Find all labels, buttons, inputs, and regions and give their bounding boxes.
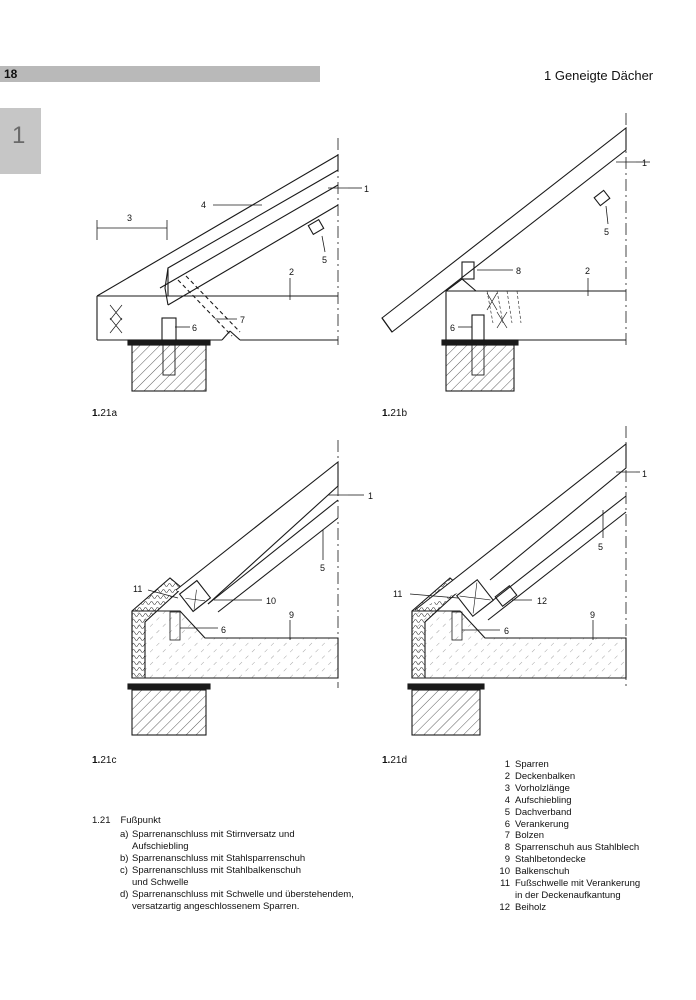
callouts-c: 1 5 6 9 10 11 — [133, 491, 373, 635]
callout: 6 — [450, 323, 455, 333]
figure-1-21b — [381, 113, 650, 392]
figure-label-d: 1.21d — [382, 755, 408, 766]
callout: 1 — [642, 158, 647, 168]
figure-1-21c — [127, 440, 364, 736]
figure-label-b: 1.21b — [382, 408, 408, 419]
callout: 1 — [642, 469, 647, 479]
caption-item: b)Sparrenanschluss mit Stahlsparrenschuh — [120, 853, 306, 864]
callouts-b: 1 2 5 6 8 — [450, 158, 647, 333]
figure-caption: 1.21 Fußpunkt a)Sparrenanschluss mit Sti… — [92, 815, 354, 913]
callout: 11 — [393, 589, 402, 599]
chapter-tab: 1 — [0, 108, 41, 174]
wall-a — [131, 344, 207, 392]
callout: 9 — [590, 610, 595, 620]
caption-item: d)Sparrenanschluss mit Schwelle und über… — [120, 889, 354, 912]
caption-title: Fußpunkt — [120, 815, 161, 826]
callouts-a: 4 1 3 2 5 6 7 — [127, 184, 369, 333]
callout: 3 — [127, 213, 132, 223]
callouts-d: 1 5 6 9 11 12 — [393, 469, 647, 636]
callout: 9 — [289, 610, 294, 620]
callout: 8 — [516, 266, 521, 276]
callout: 4 — [201, 200, 206, 210]
callout: 2 — [585, 266, 590, 276]
callout: 5 — [604, 227, 609, 237]
page-number: 18 — [4, 67, 18, 81]
callout: 12 — [537, 596, 547, 606]
chapter-title: 1 Geneigte Dächer — [544, 68, 654, 83]
figure-label-a: 1.21a — [92, 408, 118, 419]
callout: 5 — [322, 255, 327, 265]
callout: 6 — [192, 323, 197, 333]
callout: 11 — [133, 584, 142, 594]
chapter-tab-number: 1 — [12, 122, 26, 149]
callout: 5 — [598, 542, 603, 552]
callout: 6 — [221, 625, 226, 635]
caption-number: 1.21 — [92, 815, 111, 826]
callout: 5 — [320, 563, 325, 573]
callout: 10 — [266, 596, 276, 606]
figure-label-c: 1.21c — [92, 755, 117, 766]
callout: 1 — [364, 184, 369, 194]
callout: 7 — [240, 315, 245, 325]
callout: 2 — [289, 267, 294, 277]
figure-1-21d — [407, 426, 640, 736]
figure-1-21a — [96, 138, 362, 392]
callout: 6 — [504, 626, 509, 636]
header-bar — [0, 66, 320, 82]
callout: 1 — [368, 491, 373, 501]
